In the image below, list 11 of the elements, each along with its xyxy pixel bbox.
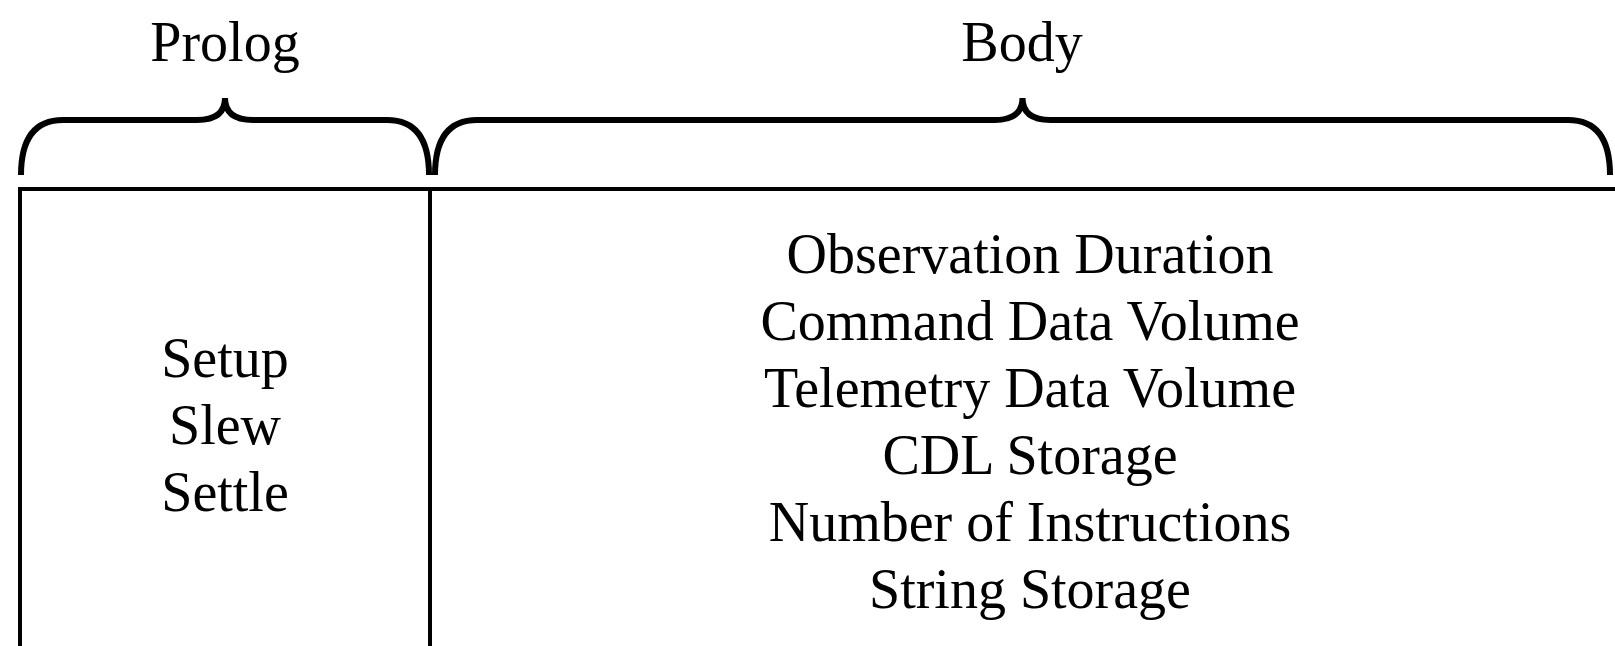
item-text: Setup xyxy=(161,326,289,391)
item-text: String Storage xyxy=(869,557,1191,622)
item-text: Slew xyxy=(169,393,281,458)
column-heading: Prolog xyxy=(150,10,300,74)
item-text: Observation Duration xyxy=(786,222,1274,287)
item-text: Telemetry Data Volume xyxy=(763,356,1297,421)
item-text: Command Data Volume xyxy=(760,289,1300,354)
item-text: Number of Instructions xyxy=(768,490,1292,555)
item-text: CDL Storage xyxy=(882,423,1178,488)
item-text: Settle xyxy=(161,460,289,525)
column-heading: Body xyxy=(961,10,1083,74)
